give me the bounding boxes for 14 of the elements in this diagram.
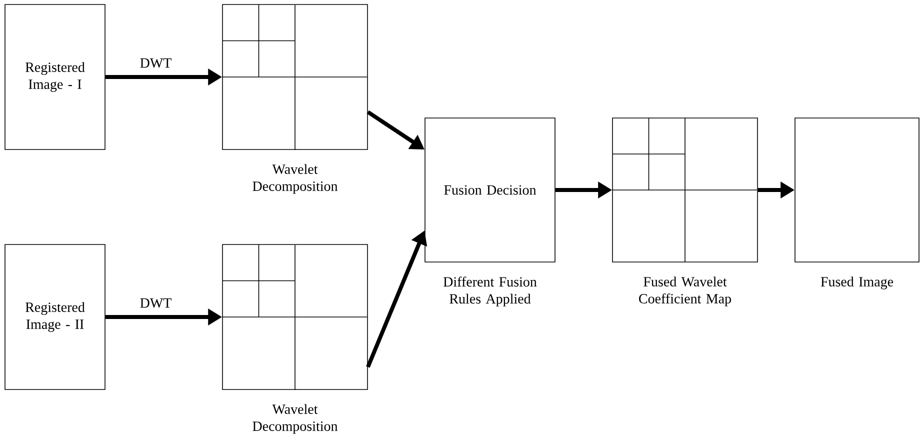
process-box: Registered Image - II	[4, 244, 106, 390]
caption-text: Wavelet Decomposition	[252, 404, 338, 434]
process-box: Fusion Decision	[424, 118, 556, 262]
process-box: Registered Image - I	[4, 4, 106, 150]
edge-label: DWT	[138, 57, 173, 69]
caption-text: Fused Image	[820, 276, 894, 290]
empty-box	[794, 118, 920, 262]
edge-label: DWT	[138, 297, 173, 309]
caption-text: Wavelet Decomposition	[252, 164, 338, 194]
wavelet-grid-drawing	[222, 4, 368, 150]
wavelet-grid-drawing	[222, 244, 368, 390]
wavelet-grid-drawing	[612, 118, 758, 262]
caption-text: Different Fusion Rules Applied	[444, 276, 537, 306]
caption-text: Fused Wavelet Coefficient Map	[639, 276, 731, 306]
